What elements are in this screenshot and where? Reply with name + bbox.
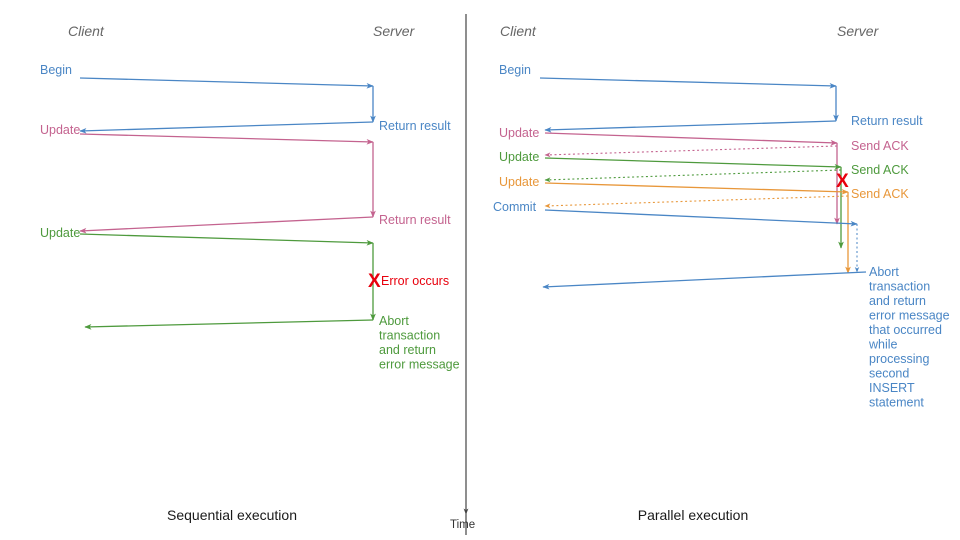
note-line: error message: [869, 309, 950, 323]
note-line: second: [869, 367, 909, 381]
actor-label-server: Server: [837, 23, 880, 39]
message-label-send-ack-2: Send ACK: [851, 163, 909, 177]
message-arrow-update-2: [79, 233, 374, 246]
message-arrow-return-result-1: [79, 121, 374, 134]
message-arrow-abort-return: [84, 319, 374, 330]
message-arrow-update-1: [544, 132, 838, 146]
panel-caption-sequential: Sequential execution: [167, 507, 297, 523]
message-arrow-send-ack-3: [544, 195, 849, 209]
message-label-return-result-1: Return result: [379, 119, 451, 133]
time-axis-layer: Time: [450, 18, 475, 531]
note-line: error message: [379, 358, 460, 372]
note-line: Abort: [379, 314, 409, 328]
message-label-update-1: Update: [499, 126, 539, 140]
message-label-return-result: Return result: [851, 114, 923, 128]
message-label-commit: Commit: [493, 200, 537, 214]
message-arrow-begin: [79, 77, 374, 89]
time-axis-label: Time: [450, 519, 475, 531]
message-label-update-3: Update: [499, 175, 539, 189]
message-label-update-2: Update: [499, 150, 539, 164]
error-x-icon: X: [368, 271, 381, 292]
note-line: processing: [869, 352, 929, 366]
note-line: that occurred: [869, 323, 942, 337]
message-label-send-ack-3: Send ACK: [851, 187, 909, 201]
message-arrow-return-result-2: [79, 216, 374, 234]
message-arrow-send-ack-1: [544, 145, 838, 158]
message-arrow-update-2: [544, 157, 842, 170]
message-label-update-1: Update: [40, 123, 80, 137]
actor-label-client: Client: [68, 23, 105, 39]
note-line: INSERT: [869, 381, 915, 395]
error-x-icon: X: [836, 171, 849, 192]
note-line: transaction: [379, 329, 440, 343]
note-line: and return: [869, 294, 926, 308]
actor-label-client: Client: [500, 23, 537, 39]
message-label-begin: Begin: [40, 63, 72, 77]
note-line: statement: [869, 396, 924, 410]
note-line: and return: [379, 343, 436, 357]
message-arrow-return-result: [544, 120, 837, 133]
message-label-update-2: Update: [40, 226, 80, 240]
message-label-begin: Begin: [499, 63, 531, 77]
message-arrow-begin: [539, 77, 837, 89]
note-line: Abort: [869, 265, 899, 279]
message-label-send-ack-1: Send ACK: [851, 139, 909, 153]
message-arrow-commit: [544, 209, 858, 227]
note-line: while: [868, 338, 898, 352]
error-label: Error occurs: [381, 274, 449, 288]
message-arrow-abort-return: [542, 271, 867, 290]
note-line: transaction: [869, 280, 930, 294]
message-arrow-send-ack-2: [544, 169, 842, 183]
panel-caption-parallel: Parallel execution: [638, 507, 749, 523]
message-arrow-update-3: [544, 182, 849, 195]
message-label-return-result-2: Return result: [379, 213, 451, 227]
message-arrow-update-1: [79, 133, 374, 145]
actor-label-server: Server: [373, 23, 416, 39]
